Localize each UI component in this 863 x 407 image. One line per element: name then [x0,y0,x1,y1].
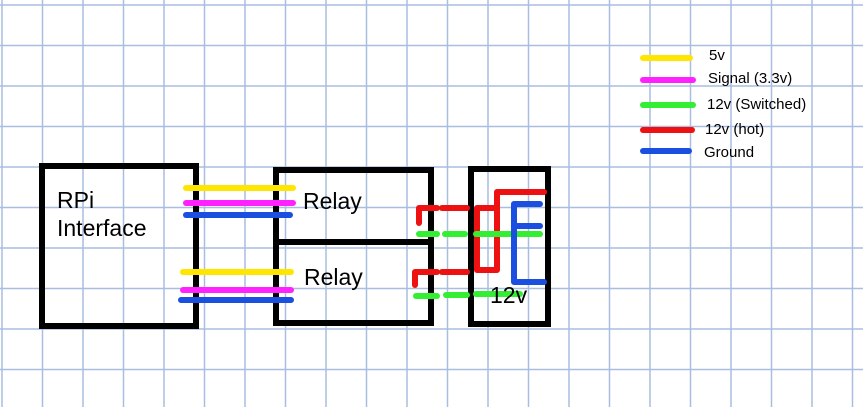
legend: 5v Signal (3.3v) 12v (Switched) 12v (hot… [640,47,806,161]
wire-hot-to-relay-top [416,205,440,226]
relay-power-wires [412,189,547,299]
legend-label-5v: 5v [709,47,725,64]
legend-label-signal: Signal (3.3v) [708,70,792,87]
power-box [468,166,551,327]
legend-label-ground: Ground [704,144,754,161]
wire-hot-main [474,189,547,273]
wire-ground-power [511,201,547,285]
legend-label-12v-hot: 12v (hot) [705,121,764,138]
rpi-label-line2: Interface [57,215,147,241]
rpi-relay-wires [178,185,296,303]
power-label: 12v [490,282,528,308]
rpi-label-line1: RPi [57,187,94,213]
wire-hot-to-relay-bottom [412,269,440,288]
rpi-interface-box [39,163,199,329]
relay-top-label: Relay [303,188,362,214]
legend-label-12v-switched: 12v (Switched) [707,96,806,113]
relay-bottom-box [273,239,434,326]
relay-bottom-label: Relay [304,264,363,290]
